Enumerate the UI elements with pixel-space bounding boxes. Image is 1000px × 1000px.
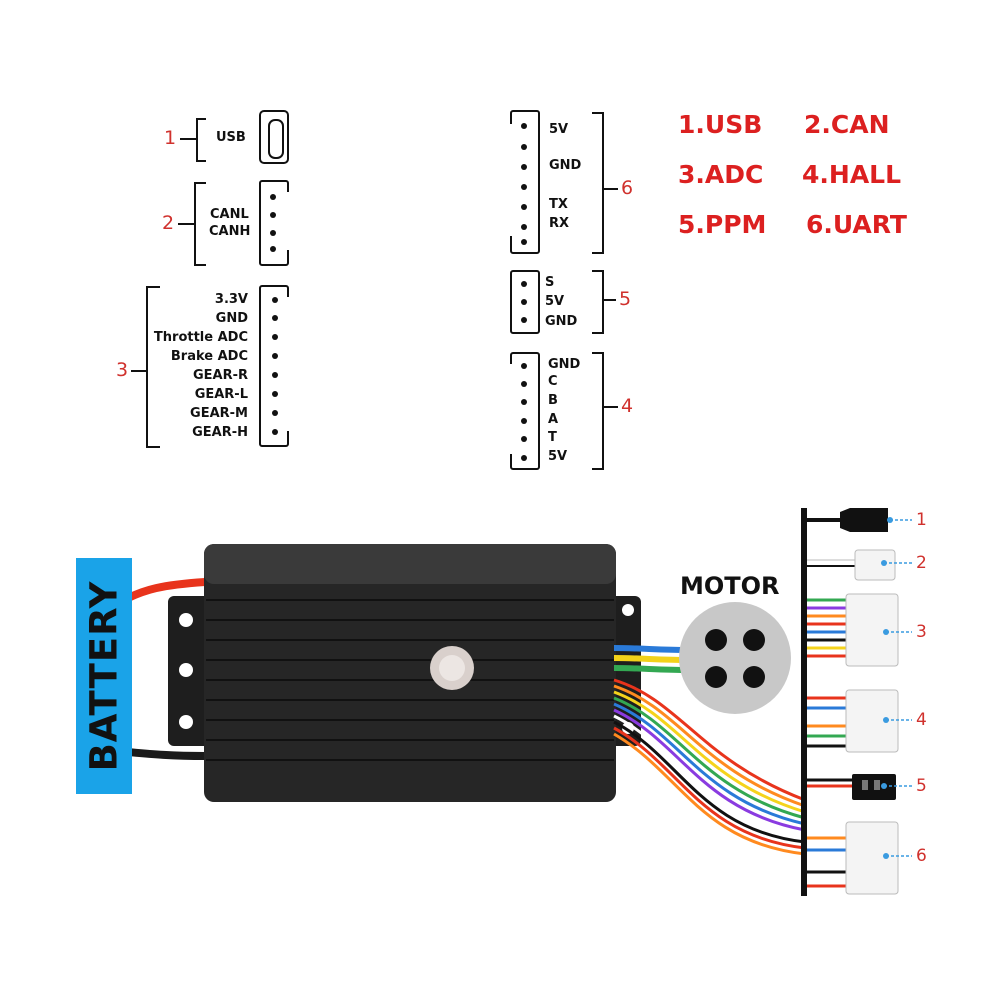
controller-illustration <box>126 508 912 896</box>
connector-6-pin <box>521 204 527 210</box>
callout-5: 5 <box>916 776 927 796</box>
connector-4-notch <box>506 364 512 454</box>
connector-2-label-canh: CANH <box>209 224 251 239</box>
callout-4: 4 <box>916 710 927 730</box>
connector-5-label-s: S <box>545 275 555 290</box>
connector-2-bracket <box>194 182 206 266</box>
connector-5-pin <box>521 281 527 287</box>
connector-4-label-t: T <box>548 430 557 445</box>
connector-4-label-b: B <box>548 393 558 408</box>
connector-3-pin <box>272 429 278 435</box>
connector-6-label-gnd: GND <box>549 158 582 173</box>
connector-4-header <box>510 352 540 470</box>
connector-4-number: 4 <box>621 395 634 417</box>
connector-6-pin <box>521 164 527 170</box>
connector-4-pin <box>521 455 527 461</box>
callout-3: 3 <box>916 622 927 642</box>
connector-6-pin <box>521 123 527 129</box>
connector-3-pin <box>272 372 278 378</box>
callout-2: 2 <box>916 553 927 573</box>
connector-1-number: 1 <box>164 127 177 149</box>
connector-5-number: 5 <box>619 288 632 310</box>
connector-2-label-canl: CANL <box>210 207 249 222</box>
connector-4-pin <box>521 436 527 442</box>
connector-3-pin <box>272 410 278 416</box>
legend-hall: 4.HALL <box>802 160 902 189</box>
connector-6-tick <box>604 188 618 190</box>
connector-2-notch <box>283 192 289 250</box>
connector-3-label-gear-l: GEAR-L <box>194 387 248 402</box>
connector-3-number: 3 <box>116 359 129 381</box>
connector-4-pin <box>521 363 527 369</box>
connector-5-label-5v: 5V <box>545 294 565 309</box>
connector-6-label-rx: RX <box>549 216 570 231</box>
connector-5-header <box>510 270 540 334</box>
connector-3-pin <box>272 391 278 397</box>
connector-5-pin <box>521 317 527 323</box>
battery-red-cable <box>126 578 206 602</box>
callout-6: 6 <box>916 846 927 866</box>
connector-4-pin <box>521 399 527 405</box>
connector-6-pin <box>521 184 527 190</box>
legend-usb: 1.USB <box>678 110 763 139</box>
connector-3-tick <box>131 370 147 372</box>
connector-3-label-3v3: 3.3V <box>214 292 248 307</box>
connector-3-label-gear-h: GEAR-H <box>192 425 248 440</box>
connector-2-pin <box>270 212 276 218</box>
connector-5-bracket <box>592 270 604 334</box>
battery-label: BATTERY <box>82 580 126 772</box>
connector-2-pin <box>270 194 276 200</box>
connector-2-tick <box>178 223 196 225</box>
connector-4-pin <box>521 418 527 424</box>
connector-2-pin <box>270 230 276 236</box>
legend-ppm: 5.PPM <box>678 210 767 239</box>
connector-5-pin <box>521 299 527 305</box>
connector-2-pin <box>270 246 276 252</box>
connector-6-label-5v: 5V <box>549 122 569 137</box>
connector-6-number: 6 <box>621 177 634 199</box>
connector-6-label-tx: TX <box>549 197 568 212</box>
connector-6-bracket <box>592 112 604 254</box>
legend-adc: 3.ADC <box>678 160 764 189</box>
connector-5-label-gnd: GND <box>545 314 578 329</box>
legend-can: 2.CAN <box>804 110 890 139</box>
connector-3-pin <box>272 353 278 359</box>
connector-3-pin <box>272 297 278 303</box>
connector-3-label-gear-m: GEAR-M <box>190 406 248 421</box>
connector-3-notch <box>283 297 289 431</box>
connector-6-pin <box>521 224 527 230</box>
connector-1-label-usb: USB <box>216 130 246 145</box>
legend-uart: 6.UART <box>806 210 907 239</box>
battery-black-cable <box>127 748 206 760</box>
connector-3-pin <box>272 315 278 321</box>
connector-1-bracket <box>196 118 206 162</box>
usb-c-port-icon <box>259 110 289 164</box>
connector-2-number: 2 <box>162 212 175 234</box>
connector-4-label-gnd: GND <box>548 357 581 372</box>
connector-6-pin <box>521 239 527 245</box>
connector-3-bracket <box>146 286 160 448</box>
harness-spine <box>801 508 807 896</box>
connector-1-tick <box>180 138 196 140</box>
connector-3-label-gear-r: GEAR-R <box>192 368 248 383</box>
connector-5-tick <box>604 299 616 301</box>
connector-6-pin <box>521 144 527 150</box>
battery-label-box: BATTERY <box>76 558 132 794</box>
connector-4-tick <box>604 406 618 408</box>
connector-3-pin <box>272 334 278 340</box>
motor-connector <box>679 602 791 714</box>
connector-3-label-brake: Brake ADC <box>170 349 248 364</box>
callout-1: 1 <box>916 510 927 530</box>
connector-4-label-a: A <box>548 412 559 427</box>
motor-label: MOTOR <box>680 572 780 600</box>
controller-housing <box>204 544 616 802</box>
connector-4-label-c: C <box>548 374 558 389</box>
connector-6-header <box>510 110 540 254</box>
connector-3-label-gnd: GND <box>215 311 248 326</box>
connector-3-label-throttle: Throttle ADC <box>153 330 248 345</box>
connector-4-label-5v: 5V <box>548 449 568 464</box>
connector-6-notch <box>506 124 512 236</box>
connector-4-pin <box>521 381 527 387</box>
connector-4-bracket <box>592 352 604 470</box>
